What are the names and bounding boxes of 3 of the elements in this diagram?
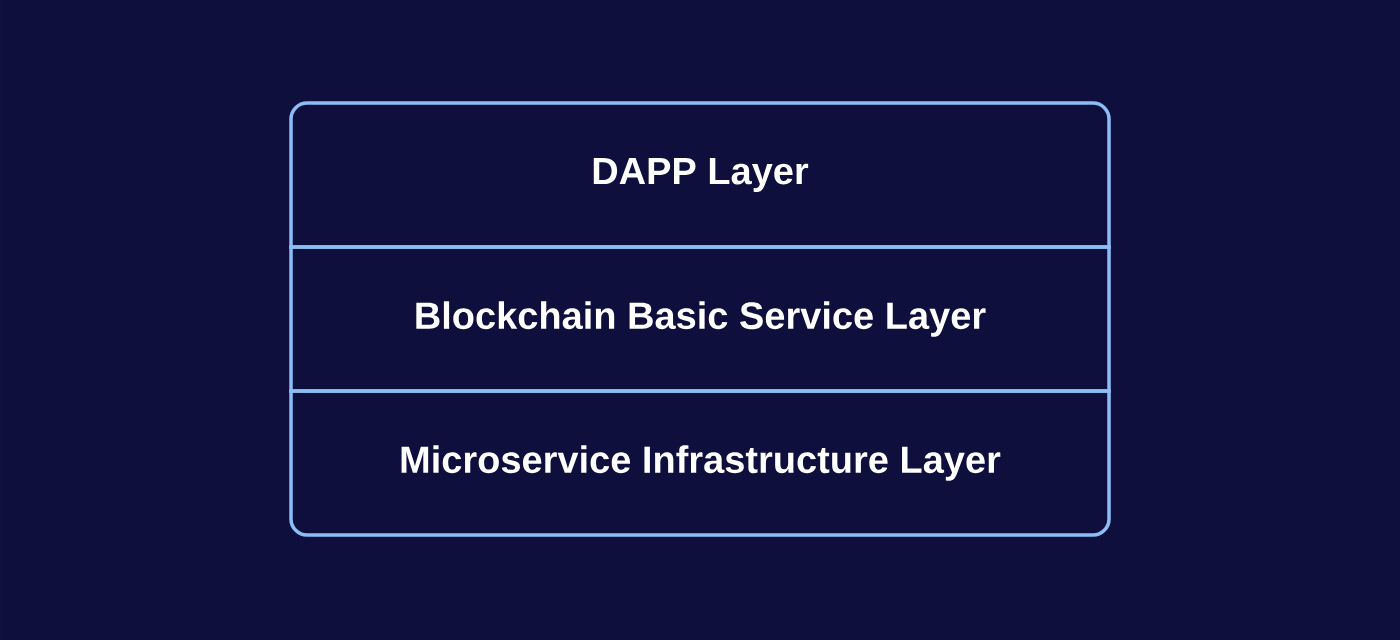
layer-band: DAPP Layer bbox=[289, 101, 1111, 249]
layer-band: Blockchain Basic Service Layer bbox=[289, 245, 1111, 393]
layer-band: Microservice Infrastructure Layer bbox=[289, 389, 1111, 537]
